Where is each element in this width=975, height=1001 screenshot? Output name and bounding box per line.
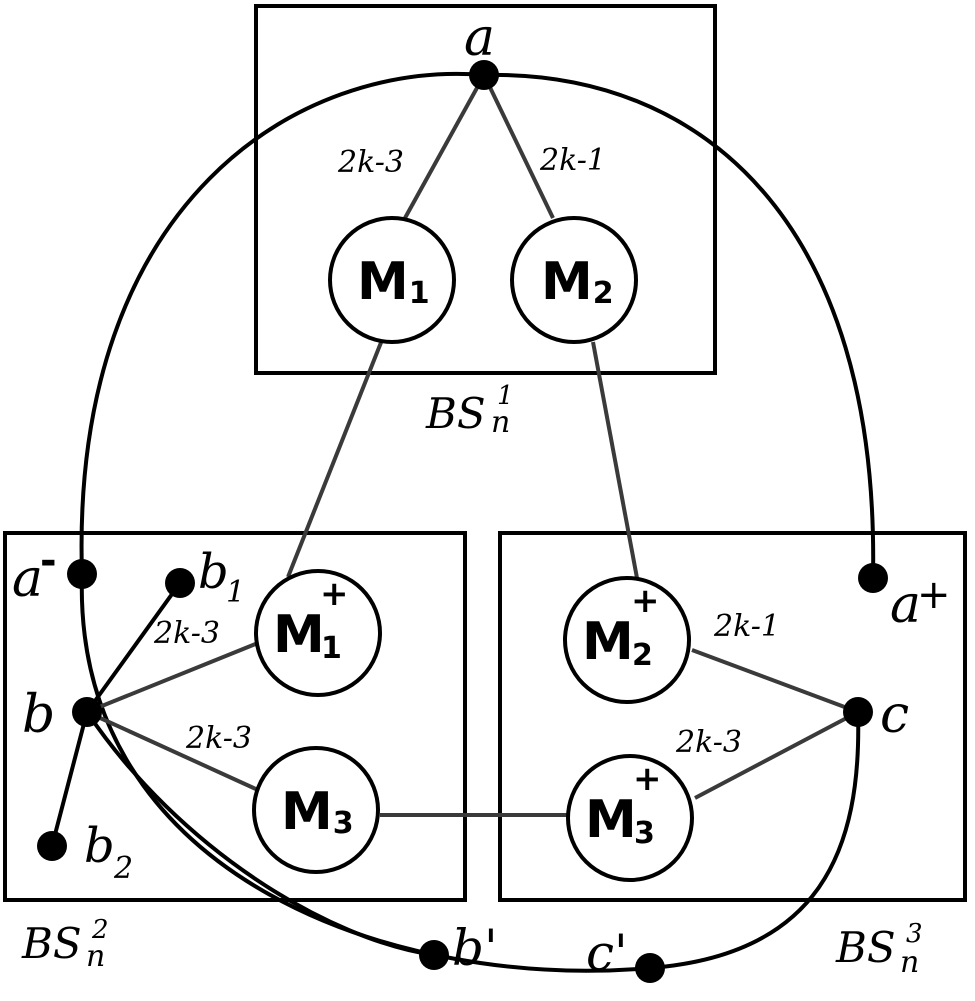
label-a: a — [464, 8, 495, 68]
subgraph-bs1-label: BS n 1 — [425, 381, 514, 440]
label-b1: b 1 — [198, 544, 245, 610]
edge-a-m1 — [403, 76, 485, 219]
svg-text:2: 2 — [113, 851, 133, 886]
edge-m2plus-c — [691, 648, 859, 714]
svg-text:M1: M1 — [357, 252, 430, 312]
label-b: b — [22, 685, 55, 745]
svg-text:+: + — [917, 572, 951, 618]
vertex-b — [72, 697, 102, 727]
svg-text:b: b — [198, 544, 229, 600]
svg-text:-: - — [40, 538, 57, 584]
vertex-b1 — [165, 568, 195, 598]
svg-text:3: 3 — [906, 919, 923, 949]
edge-label-c-m2plus: 2k-1 — [713, 609, 780, 644]
module-m1-plus: M + 1 — [254, 569, 382, 697]
svg-text:1: 1 — [226, 575, 245, 610]
label-a-minus: a - — [12, 538, 57, 609]
edge-b-b2 — [50, 711, 89, 847]
label-c-prime: c' — [586, 924, 628, 982]
edge-label-c-m3plus: 2k-3 — [675, 725, 742, 760]
subgraph-bs2-box — [3, 531, 467, 902]
label-b-prime: b' — [452, 919, 498, 977]
edge-label-a-m1: 2k-3 — [337, 145, 404, 180]
svg-text:1: 1 — [321, 631, 342, 666]
svg-text:2: 2 — [632, 638, 653, 673]
svg-text:n: n — [86, 939, 105, 974]
edge-a-m2 — [483, 76, 555, 219]
curve-b-to-b-prime — [85, 710, 435, 957]
svg-text:a: a — [890, 575, 921, 635]
vertex-b2 — [37, 831, 67, 861]
svg-text:1: 1 — [497, 381, 514, 411]
label-b2: b 2 — [84, 818, 133, 886]
svg-text:a: a — [12, 549, 43, 609]
module-m1: M1 — [328, 216, 456, 344]
svg-text:+: + — [633, 759, 662, 799]
edge-label-b-m1plus: 2k-3 — [153, 616, 220, 651]
edge-m1-m1plus — [286, 339, 384, 578]
svg-text:M: M — [273, 605, 325, 665]
module-m2: M2 — [510, 216, 638, 344]
edge-b-m1plus — [86, 641, 259, 714]
vertex-c — [843, 697, 873, 727]
subgraph-bs3-box — [498, 531, 967, 902]
curve-a-to-a-plus — [483, 72, 876, 579]
edge-m2-m2plus — [591, 341, 639, 579]
vertex-c-prime — [635, 953, 665, 983]
svg-text:n: n — [491, 405, 510, 440]
svg-text:BS: BS — [835, 923, 896, 972]
svg-text:M3: M3 — [281, 782, 354, 842]
svg-text:M: M — [585, 790, 637, 850]
label-c: c — [880, 685, 909, 745]
svg-text:n: n — [900, 945, 919, 980]
subgraph-bs2-label: BS n 2 — [21, 915, 109, 974]
svg-text:BS: BS — [425, 389, 486, 438]
svg-text:b: b — [84, 818, 115, 874]
module-m3-plus: M + 3 — [566, 754, 694, 882]
svg-text:M: M — [582, 612, 634, 672]
subgraph-bs1-box — [254, 4, 717, 375]
edge-label-b-m3: 2k-3 — [185, 721, 252, 756]
vertex-b-prime — [419, 940, 449, 970]
edge-m3plus-c — [694, 710, 859, 800]
edge-b-m3 — [86, 710, 259, 792]
vertex-a-minus — [67, 559, 97, 589]
svg-text:BS: BS — [21, 919, 82, 968]
edge-label-a-m2: 2k-1 — [539, 143, 606, 178]
svg-text:+: + — [631, 581, 660, 621]
module-m2-plus: M + 2 — [563, 576, 691, 704]
subgraph-bs3-label: BS n 3 — [835, 919, 923, 980]
vertex-a-plus — [858, 563, 888, 593]
module-m3: M3 — [252, 746, 380, 874]
svg-text:M2: M2 — [541, 252, 614, 312]
svg-text:3: 3 — [634, 816, 655, 851]
label-a-plus: a + — [890, 572, 951, 635]
svg-text:+: + — [320, 574, 349, 614]
curve-a-minus-to-a — [79, 72, 485, 575]
curve-c-prime-to-c — [649, 711, 861, 970]
svg-text:2: 2 — [91, 915, 109, 945]
vertex-a — [469, 60, 499, 90]
edge-b-b1 — [85, 581, 182, 714]
